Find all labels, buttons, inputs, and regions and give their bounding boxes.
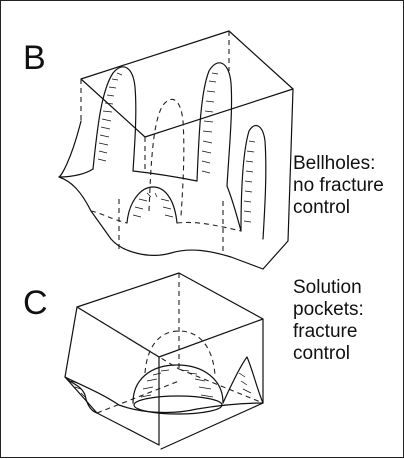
bellhole-center (197, 63, 232, 186)
block-b-hidden-contact (91, 211, 127, 223)
block-b-top-face (81, 31, 293, 137)
block-b-ridge (133, 171, 197, 181)
block-c-top-face (77, 273, 263, 357)
solution-pocket-block (65, 273, 263, 449)
block-c-hidden-edge (179, 369, 263, 403)
block-c-right-pocket-shading (239, 373, 251, 393)
bellhole-bottom-dome (127, 187, 177, 223)
solution-pocket-shading (141, 370, 213, 397)
block-c-right-face (161, 319, 263, 449)
bellhole-left (93, 67, 136, 171)
bellhole-left-shading (98, 73, 122, 161)
bellhole-right (241, 126, 266, 239)
block-c-right-pocket (223, 357, 263, 403)
block-b-base-outline (59, 121, 263, 269)
solution-pocket-rim (134, 396, 222, 414)
block-b-right-edge (263, 89, 293, 269)
bellhole-bottom-shading (133, 193, 173, 217)
bellhole-hidden (149, 99, 184, 216)
block-b-hidden-contact (177, 222, 241, 231)
bellhole-block (59, 31, 293, 269)
block-b-ridge (227, 186, 241, 231)
solution-pocket-dome (133, 365, 223, 403)
bellhole-right-shading (244, 141, 255, 222)
